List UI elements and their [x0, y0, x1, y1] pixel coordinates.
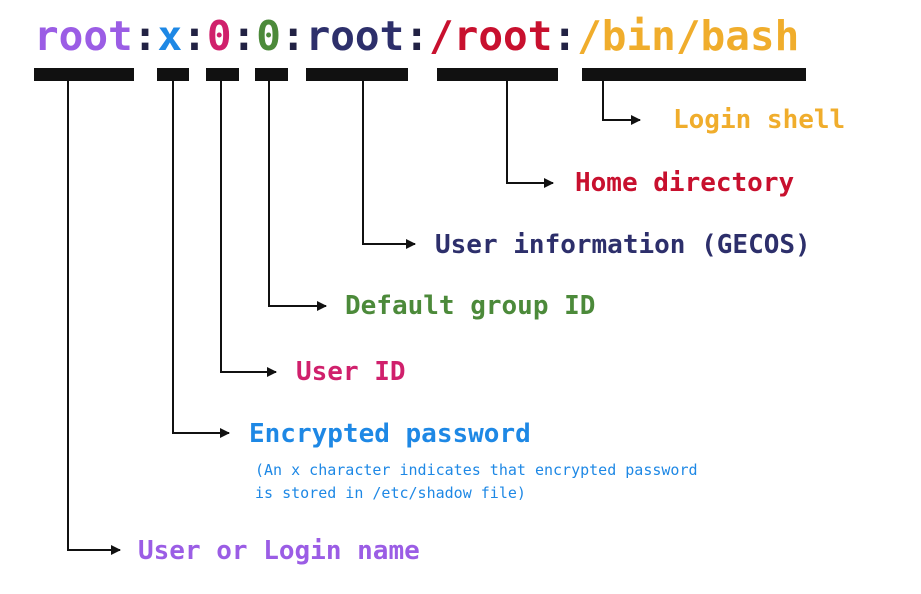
bar-home: [437, 68, 558, 81]
separator-4: :: [280, 12, 306, 60]
connector-shell: [602, 81, 641, 125]
separator-6: :: [552, 12, 578, 60]
field-username: root: [34, 12, 133, 60]
field-password: x: [157, 12, 183, 60]
separator-1: :: [132, 12, 158, 60]
connector-uid: [220, 81, 277, 377]
password-note-line-2: is stored in /etc/shadow file): [255, 484, 526, 502]
label-encrypted-password: Encrypted password: [249, 419, 531, 449]
label-default-group-id: Default group ID: [345, 291, 596, 321]
connector-lines: [67, 81, 641, 555]
field-home: /root: [429, 12, 553, 60]
connector-password: [172, 81, 230, 438]
bar-password: [157, 68, 189, 81]
bar-uid: [206, 68, 239, 81]
separator-5: :: [404, 12, 429, 60]
connector-home: [506, 81, 554, 188]
password-note-line-1: (An x character indicates that encrypted…: [255, 461, 698, 479]
connector-gecos: [362, 81, 416, 249]
bar-gecos: [306, 68, 408, 81]
label-home-directory: Home directory: [575, 168, 795, 198]
connector-username: [67, 81, 121, 555]
label-user-id: User ID: [296, 357, 406, 387]
bar-gid: [255, 68, 288, 81]
separator-3: :: [231, 12, 257, 60]
connector-gid: [268, 81, 327, 311]
bar-username: [34, 68, 134, 81]
underline-bars: [34, 68, 806, 81]
label-login-shell: Login shell: [673, 105, 846, 135]
passwd-entry-line: root:x:0:0:root:/root:/bin/bash: [34, 14, 799, 58]
field-uid: 0: [206, 12, 232, 60]
field-shell: /bin/bash: [577, 12, 800, 60]
label-user-login-name: User or Login name: [138, 536, 420, 566]
field-gid: 0: [256, 12, 281, 60]
separator-2: :: [182, 12, 207, 60]
label-user-information: User information (GECOS): [435, 230, 811, 260]
bar-shell: [582, 68, 806, 81]
field-gecos: root: [305, 12, 405, 60]
